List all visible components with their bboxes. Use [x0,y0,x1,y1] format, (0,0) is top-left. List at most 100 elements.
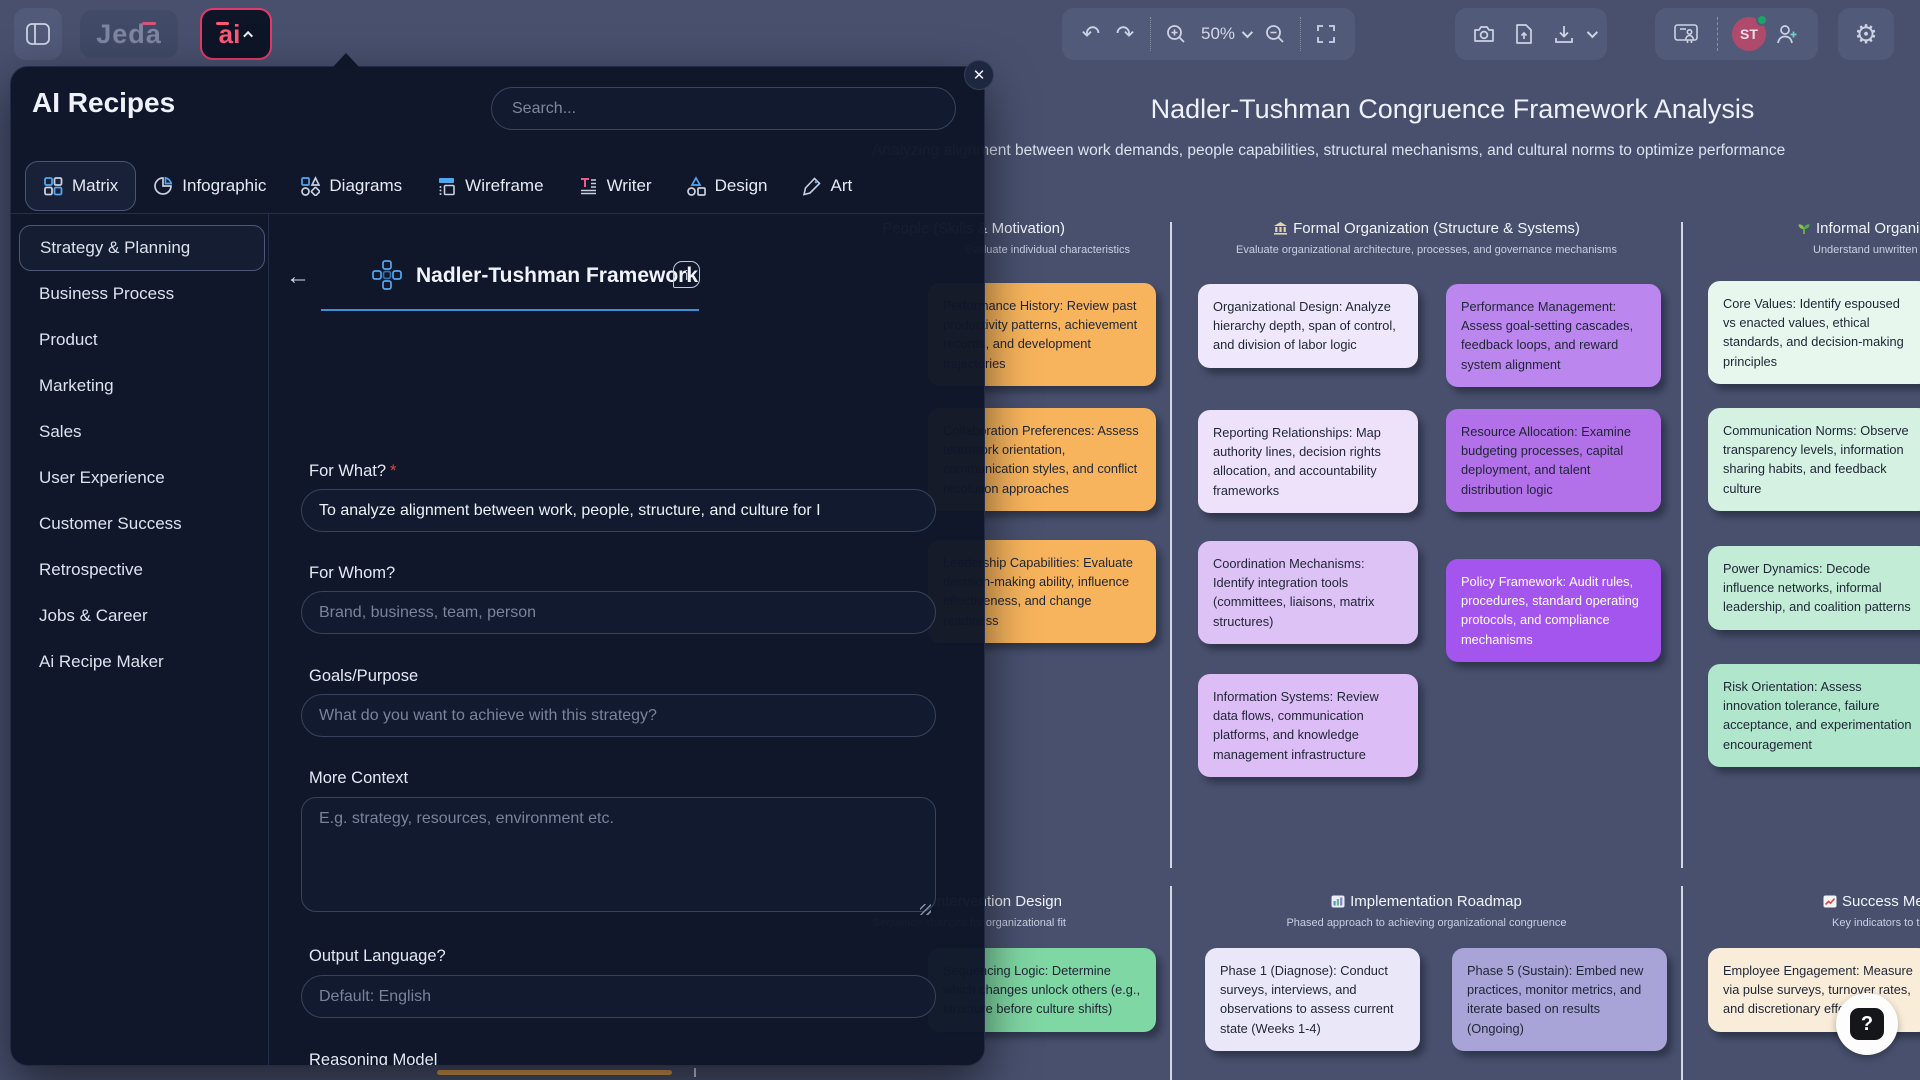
category-marketing[interactable]: Marketing [39,376,114,395]
category-strategy-planning[interactable]: Strategy & Planning [19,225,265,271]
tab-writer[interactable]: Writer [561,161,669,211]
tab-label: Diagrams [329,176,403,195]
collaboration-toolbar: ST [1655,8,1818,60]
column-subheader-roadmap: Phased approach to achieving organizatio… [1286,917,1567,929]
sticky-note[interactable]: Phase 1 (Diagnose): Conduct surveys, int… [1205,948,1420,1051]
column-header-formal-label: Formal Organization (Structure & Systems… [1293,220,1580,237]
recipe-title: Nadler-Tushman Framework [416,264,699,287]
for-whom-input[interactable] [301,591,936,634]
sticky-note[interactable]: Core Values: Identify espoused vs enacte… [1708,281,1920,384]
column-divider [1170,886,1172,1080]
goals-input[interactable] [301,694,936,737]
jeda-logo[interactable]: Jeda [80,10,178,58]
sticky-note[interactable]: Phase 5 (Sustain): Embed new practices, … [1452,948,1667,1051]
help-icon: ? [1850,1008,1884,1040]
zoom-out-icon[interactable] [1258,17,1292,51]
undo-icon[interactable]: ↶ [1081,21,1101,46]
toolbar-divider [1300,17,1302,51]
category-list: Strategy & Planning Business Process Pro… [19,225,265,685]
category-retrospective[interactable]: Retrospective [39,560,143,579]
recipe-tab-bar: Matrix Infographic Diagrams Wireframe Wr… [11,159,984,213]
column-subheader-success: Key indicators to track congruence [1832,917,1920,929]
help-button[interactable]: ? [1836,993,1898,1055]
roadmap-chart-icon [1331,895,1345,908]
canvas-subtitle: Analyzing alignment between work demands… [872,142,1786,159]
online-status-dot [1756,14,1768,26]
avatar[interactable]: ST [1732,14,1768,51]
info-icon[interactable]: i [673,261,700,288]
modal-pointer [333,53,359,67]
tab-design[interactable]: Design [669,161,785,211]
tab-matrix[interactable]: Matrix [25,161,137,211]
history-zoom-toolbar: ↶ ↷ 50% [1062,8,1356,60]
column-header-informal-label: Informal Organization (Culture & Network… [1816,220,1920,237]
sidebar-toggle-icon [25,22,51,46]
category-business-process[interactable]: Business Process [39,284,175,303]
gear-icon: ⚙ [1854,18,1878,49]
column-subheader-people: Evaluate individual characteristics [964,244,1130,256]
tab-wireframe[interactable]: Wireframe [419,161,560,211]
jeda-logo-macron [142,22,156,25]
sticky-note[interactable]: Policy Framework: Audit rules, procedure… [1446,559,1661,662]
metrics-icon [1823,895,1837,908]
more-context-label: More Context [309,769,409,787]
category-customer-success[interactable]: Customer Success [39,514,182,533]
sticky-note[interactable]: Power Dynamics: Decode influence network… [1708,546,1920,630]
close-icon[interactable]: ✕ [964,60,994,90]
settings-button[interactable]: ⚙ [1838,8,1894,60]
for-what-label: For What?* [309,462,397,480]
zoom-level-dropdown[interactable]: 50% [1193,24,1258,44]
chevron-down-icon [1241,26,1254,39]
sticky-note[interactable]: Information Systems: Review data flows, … [1198,674,1418,777]
recipe-form: ← Nadler-Tushman Framework i For What?* … [268,213,984,1065]
output-language-input[interactable] [301,975,936,1018]
category-ai-recipe-maker[interactable]: Ai Recipe Maker [39,652,164,671]
zoom-in-icon[interactable] [1159,17,1193,51]
fullscreen-icon[interactable] [1309,17,1343,51]
sticky-note[interactable]: Resource Allocation: Examine budgeting p… [1446,409,1661,512]
camera-icon[interactable] [1467,17,1501,51]
building-icon [1273,221,1288,235]
add-person-icon[interactable] [1770,17,1804,51]
shapes-icon [300,176,321,196]
search-input[interactable] [491,87,956,130]
ai-menu-button[interactable]: ai [200,8,272,60]
category-product[interactable]: Product [39,330,98,349]
sticky-note[interactable]: Organizational Design: Analyze hierarchy… [1198,284,1418,368]
tab-label: Wireframe [465,176,544,195]
back-button[interactable]: ← [286,263,310,290]
sticky-note[interactable]: Coordination Mechanisms: Identify integr… [1198,541,1418,644]
presentation-icon[interactable] [1669,17,1703,51]
sticky-note[interactable]: Communication Norms: Observe transparenc… [1708,408,1920,511]
ai-logo-macron [216,22,229,25]
category-user-experience[interactable]: User Experience [39,468,165,487]
more-context-textarea[interactable] [301,797,936,912]
tab-label: Matrix [72,176,119,195]
category-jobs-career[interactable]: Jobs & Career [39,606,148,625]
tab-diagrams[interactable]: Diagrams [283,161,419,211]
sticky-note[interactable]: Risk Orientation: Assess innovation tole… [1708,664,1920,767]
redo-icon[interactable]: ↷ [1115,21,1135,46]
toolbar-divider [1717,17,1718,51]
sidebar-toggle-button[interactable] [14,8,62,60]
pie-chart-icon [153,176,173,196]
tab-art[interactable]: Art [785,161,870,211]
horizontal-scrollbar[interactable] [437,1070,672,1075]
tab-infographic[interactable]: Infographic [136,161,283,211]
sticky-note[interactable]: Performance Management: Assess goal-sett… [1446,284,1661,387]
art-icon [802,176,822,196]
category-sales[interactable]: Sales [39,422,82,441]
for-what-input[interactable] [301,489,936,532]
design-shapes-icon [686,176,706,196]
sticky-note[interactable]: Reporting Relationships: Map authority l… [1198,410,1418,513]
tab-label: Infographic [182,176,267,195]
chevron-down-icon[interactable] [1586,26,1599,39]
upload-file-icon[interactable] [1507,17,1541,51]
sidebar-divider [268,213,269,1065]
required-asterisk: * [390,462,397,480]
column-header-success: Success Metrics [1823,893,1920,910]
resize-handle-icon[interactable] [920,904,931,915]
download-icon[interactable] [1547,17,1581,51]
